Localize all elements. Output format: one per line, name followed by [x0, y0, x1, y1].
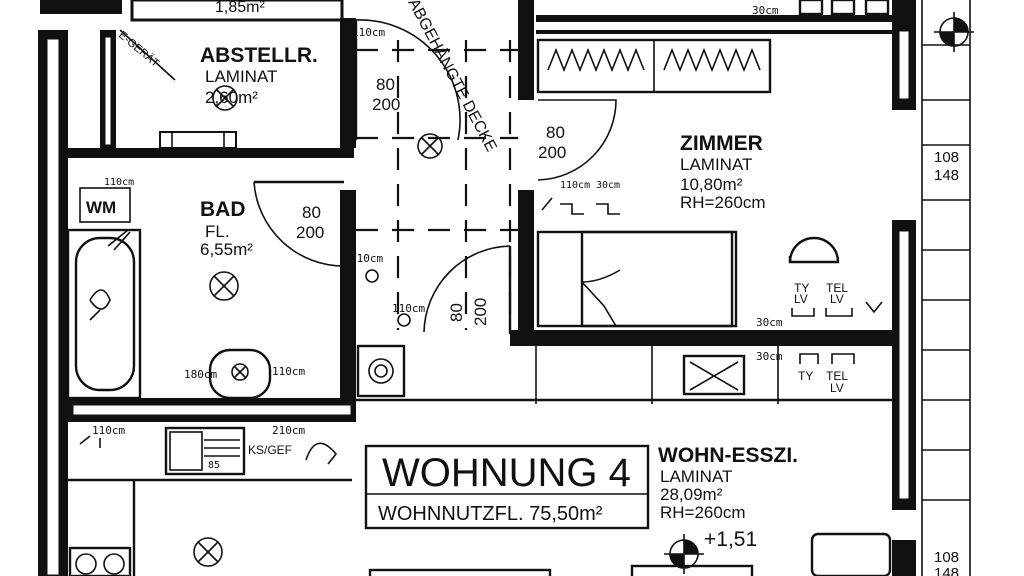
door4-height: 200	[471, 298, 490, 326]
bad-name: BAD	[200, 198, 246, 221]
door2-height: 200	[296, 223, 324, 242]
room-abstell: E-GERÄT ABSTELLR. LAMINAT 2,60m²	[116, 29, 318, 149]
ceiling-label: ABGEHÄNGTE DECKE	[404, 0, 500, 155]
geraet-label: E-GERÄT	[116, 29, 161, 70]
walls	[38, 0, 971, 576]
height-110-bad-wm: 110cm	[104, 177, 134, 188]
height-110-wc: 110cm	[92, 424, 125, 437]
height-30-zimmer: 30cm	[756, 316, 783, 329]
side-bot-1: 108	[934, 549, 959, 566]
height-110-kitchen: 110cm	[560, 180, 590, 191]
apartment-title-box: WOHNUNG 4 WOHNNUTZFL. 75,50m²	[364, 444, 650, 530]
door4-width: 80	[447, 303, 466, 322]
height-30-top: 30cm	[752, 4, 779, 17]
zimmer-area: 10,80m²	[680, 175, 743, 194]
sink-icon	[208, 348, 272, 400]
height-110-a: 110cm	[352, 26, 385, 39]
height-30-wohn: 30cm	[756, 350, 783, 363]
door-bad: 80 200	[253, 180, 345, 267]
kitchen-number: 85	[208, 460, 220, 471]
kitchen: 110cm 85 210cm KS/GEF	[68, 424, 338, 576]
side-bot-2: 148	[934, 565, 959, 576]
ty-top: TY	[794, 281, 809, 295]
wohn-name: WOHN-ESSZI.	[658, 444, 798, 467]
ty-bottom: TY	[798, 369, 813, 383]
zimmer-height: RH=260cm	[680, 193, 766, 212]
top-room-area: 1,85m²	[215, 0, 265, 16]
apartment-title: WOHNUNG 4	[382, 451, 631, 495]
corridor-symbols: 110cm 110cm 110cm	[350, 26, 443, 398]
room-wohn: 30cm TY TEL LV WOHN-ESSZI. LAMINAT 28,09…	[368, 350, 892, 576]
door3-width: 80	[546, 123, 565, 142]
room-zimmer: ZIMMER LAMINAT 10,80m² RH=260cm 110cm 30…	[536, 38, 883, 329]
door1-height: 200	[372, 95, 400, 114]
side-top-2: 148	[934, 167, 959, 184]
ceiling-dashed-grid: ABGEHÄNGTE DECKE	[356, 0, 518, 330]
door-zimmer: 80 200	[537, 99, 617, 181]
abstell-area: 2,60m²	[205, 88, 258, 107]
wm-label: WM	[86, 198, 116, 217]
height-110-sink: 110cm	[272, 365, 305, 378]
door-abstell: 80 200	[354, 19, 461, 141]
lv-top-1: LV	[794, 292, 808, 306]
door1-width: 80	[376, 75, 395, 94]
lv-bottom: LV	[830, 381, 844, 395]
height-110-switch: 110cm	[392, 302, 425, 315]
side-top-1: 108	[934, 149, 959, 166]
height-30-sw: 30cm	[596, 180, 620, 191]
wohn-floor: LAMINAT	[660, 467, 732, 486]
room-bad: BAD FL. 6,55m² WM 110cm 180cm 110cm	[66, 177, 305, 400]
tel-top: TEL	[826, 281, 848, 295]
door-entrance: 80 200	[423, 245, 512, 334]
height-110-b: 110cm	[350, 252, 383, 265]
door3-height: 200	[538, 143, 566, 162]
apartment-usable-area: WOHNNUTZFL. 75,50m²	[378, 503, 603, 525]
bad-floor: FL.	[205, 222, 230, 241]
ks-gef-label: KS/GEF	[248, 443, 292, 457]
wohn-level: +1,51	[704, 528, 757, 551]
level-marker-icon	[664, 534, 704, 574]
height-210: 210cm	[272, 424, 305, 437]
zimmer-name: ZIMMER	[680, 132, 763, 155]
light-icon	[209, 271, 239, 301]
lv-top-2: LV	[830, 292, 844, 306]
wohn-height: RH=260cm	[660, 503, 746, 522]
zimmer-floor: LAMINAT	[680, 155, 752, 174]
abstell-name: ABSTELLR.	[200, 44, 318, 67]
bad-area: 6,55m²	[200, 240, 253, 259]
door2-width: 80	[302, 203, 321, 222]
wohn-area: 28,09m²	[660, 485, 723, 504]
tel-bottom: TEL	[826, 369, 848, 383]
bathtub-icon	[66, 228, 142, 400]
orientation-marker-icon	[934, 12, 974, 52]
abstell-floor: LAMINAT	[205, 67, 277, 86]
height-180: 180cm	[184, 368, 217, 381]
